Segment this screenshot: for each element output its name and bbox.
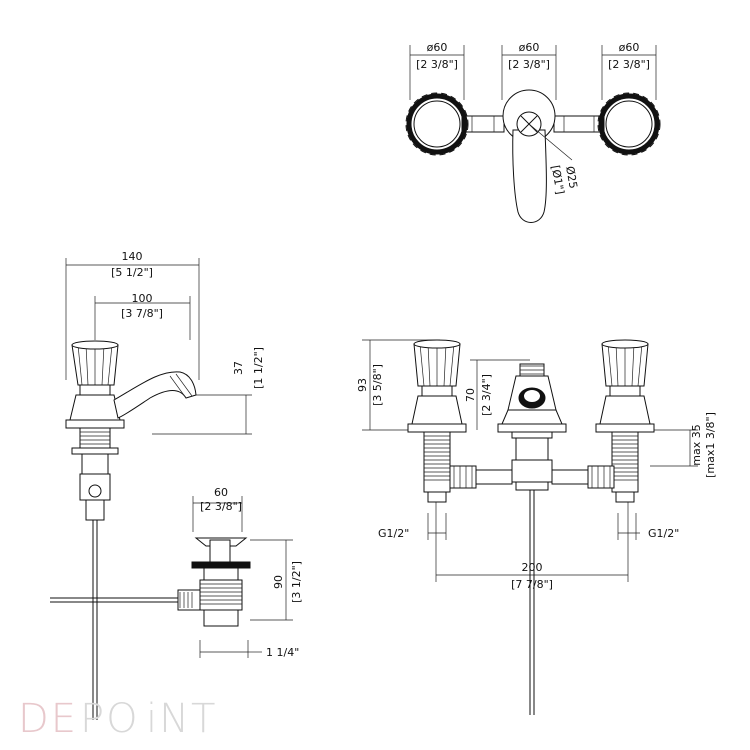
side-view: 140 [5 1/2"] 100 [3 7/8"] 37 [1 1/2"] — [65, 250, 265, 720]
front-spout — [497, 363, 567, 715]
lever-dia-label: Ø25 — [563, 165, 580, 190]
left-handle-top — [405, 92, 469, 156]
drain-height-label: 90 — [272, 575, 285, 589]
drain-view: 60 [2 3/8"] 90 [3 1/2"] 1 1/4" — [50, 486, 303, 659]
drain-thread-label: 1 1/4" — [266, 646, 299, 659]
front-left-handle — [407, 339, 467, 503]
left-dia-label: ø60 — [427, 41, 448, 54]
top-view: ø60 [2 3/8"] ø60 [2 3/8"] ø60 [2 3/8"] — [405, 41, 661, 223]
spout-top — [502, 89, 573, 223]
spout-reach-inch-label: [3 7/8"] — [121, 307, 163, 320]
left-thread-label: G1/2" — [378, 527, 409, 540]
drain-width-label: 60 — [214, 486, 228, 499]
center-dia-inch-label: [2 3/8"] — [508, 58, 550, 71]
handle-height-label: 93 — [356, 378, 369, 392]
total-length-inch-label: [5 1/2"] — [111, 266, 153, 279]
spout-reach-label: 100 — [132, 292, 153, 305]
front-right-handle — [595, 339, 655, 503]
total-length-label: 140 — [122, 250, 143, 263]
logo-part-3: iNT — [146, 696, 217, 742]
max-deck-inch-label: [max1 3/8"] — [704, 412, 717, 478]
drain-height-inch-label: [3 1/2"] — [290, 561, 303, 603]
centers-label: 200 — [522, 561, 543, 574]
spout-height-inch-label: [1 1/2"] — [252, 347, 265, 389]
left-dia-inch-label: [2 3/8"] — [416, 58, 458, 71]
right-handle-top — [597, 92, 661, 156]
spout-height-label: 37 — [232, 361, 245, 375]
max-deck-label: max 35 — [690, 424, 703, 465]
front-spout-height-label: 70 — [464, 388, 477, 402]
handle-height-inch-label: [3 5/8"] — [371, 364, 384, 406]
centers-inch-label: [7 7/8"] — [511, 578, 553, 591]
right-thread-label: G1/2" — [648, 527, 679, 540]
logo-part-1: DE — [18, 696, 78, 742]
drain-width-inch-label: [2 3/8"] — [200, 500, 242, 513]
logo-part-2: PO — [80, 696, 140, 742]
front-spout-height-inch-label: [2 3/4"] — [480, 374, 493, 416]
right-dia-inch-label: [2 3/8"] — [608, 58, 650, 71]
brand-logo: DE PO iNT — [18, 696, 217, 742]
right-dia-label: ø60 — [619, 41, 640, 54]
front-view: 93 [3 5/8"] 70 [2 3/4"] max 35 [max1 3/8… — [356, 339, 717, 715]
center-dia-label: ø60 — [519, 41, 540, 54]
lever-dia-inch-label: [Ø1"] — [549, 164, 567, 195]
